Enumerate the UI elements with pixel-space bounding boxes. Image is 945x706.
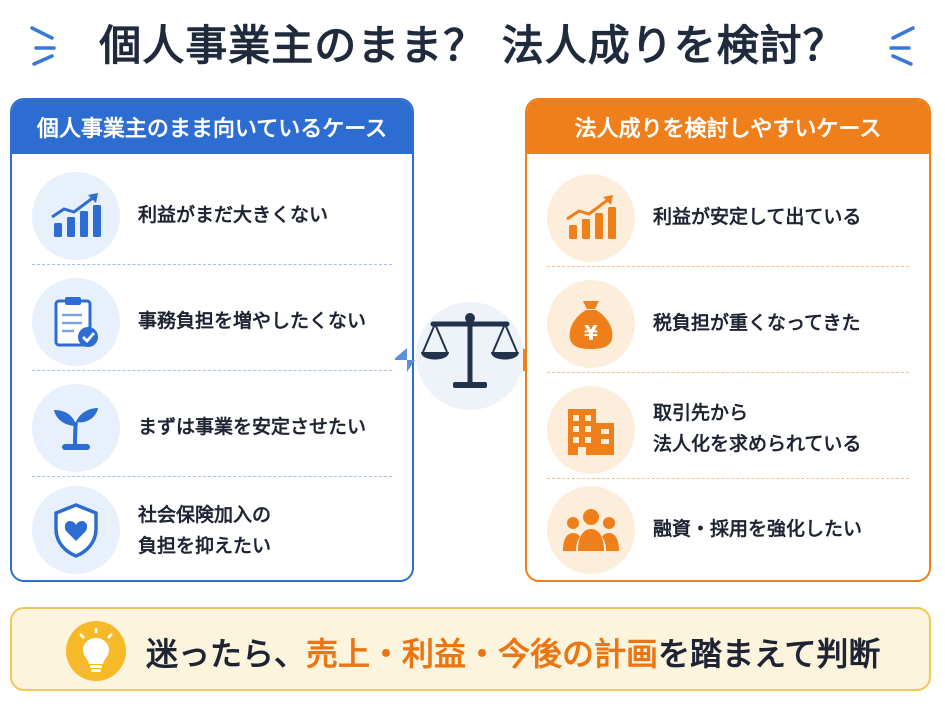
bar-chart-up-icon (547, 174, 635, 262)
left-sparkle-icon (30, 26, 56, 66)
conclusion-highlight: 売上・利益・今後の計画 (306, 635, 659, 673)
item-text: 融資・採用を強化したい (653, 518, 863, 540)
item-text: 取引先から 法人化を求められている (653, 402, 862, 455)
list-item: ¥ 税負担が重くなってきた (527, 272, 929, 376)
list-item: 融資・採用を強化したい (527, 482, 929, 580)
clipboard-check-icon (32, 278, 120, 366)
sole-proprietor-heading: 個人事業主のまま向いているケース (12, 100, 412, 154)
team-people-icon (547, 486, 635, 574)
list-item: 事務負担を増やしたくない (12, 270, 412, 374)
incorporation-panel: 法人成りを検討しやすいケース 利益が安定して出ている ¥ 税負担が重くなってきた (525, 98, 931, 582)
incorporation-heading: 法人成りを検討しやすいケース (527, 100, 929, 154)
list-item: 利益が安定して出ている (527, 166, 929, 270)
list-item: 取引先から 法人化を求められている (527, 378, 929, 482)
list-item: 利益がまだ大きくない (12, 166, 412, 266)
divider (547, 266, 909, 267)
shield-heart-icon (32, 486, 120, 574)
balance-scale-icon (395, 313, 537, 388)
page-title: 個人事業主のまま？ 法人成りを検討？ (99, 21, 846, 70)
item-text: 事務負担を増やしたくない (138, 310, 367, 332)
divider (547, 372, 909, 373)
divider (32, 264, 392, 265)
conclusion-banner: 迷ったら、売上・利益・今後の計画を踏まえて判断 (10, 607, 931, 691)
list-item: まずは事業を安定させたい (12, 376, 412, 480)
divider (547, 478, 909, 479)
conclusion-text: 迷ったら、売上・利益・今後の計画を踏まえて判断 (146, 635, 881, 673)
bar-chart-up-icon (32, 172, 120, 260)
item-text: 利益がまだ大きくない (138, 204, 329, 226)
svg-text:¥: ¥ (584, 321, 598, 345)
yen-money-bag-icon: ¥ (547, 280, 635, 368)
item-text: 利益が安定して出ている (653, 206, 862, 228)
comparison-center (395, 300, 545, 420)
right-sparkle-icon (889, 26, 915, 66)
sprout-icon (32, 384, 120, 472)
item-text: 税負担が重くなってきた (653, 312, 861, 334)
sole-proprietor-panel: 個人事業主のまま向いているケース 利益がまだ大きくない (10, 98, 414, 582)
divider (32, 476, 392, 477)
item-text: 社会保険加入の 負担を抑えたい (138, 504, 272, 557)
list-item: 社会保険加入の 負担を抑えたい (12, 480, 412, 580)
divider (32, 370, 392, 371)
office-building-icon (547, 386, 635, 474)
item-text: まずは事業を安定させたい (138, 416, 367, 438)
lightbulb-icon (66, 621, 126, 681)
